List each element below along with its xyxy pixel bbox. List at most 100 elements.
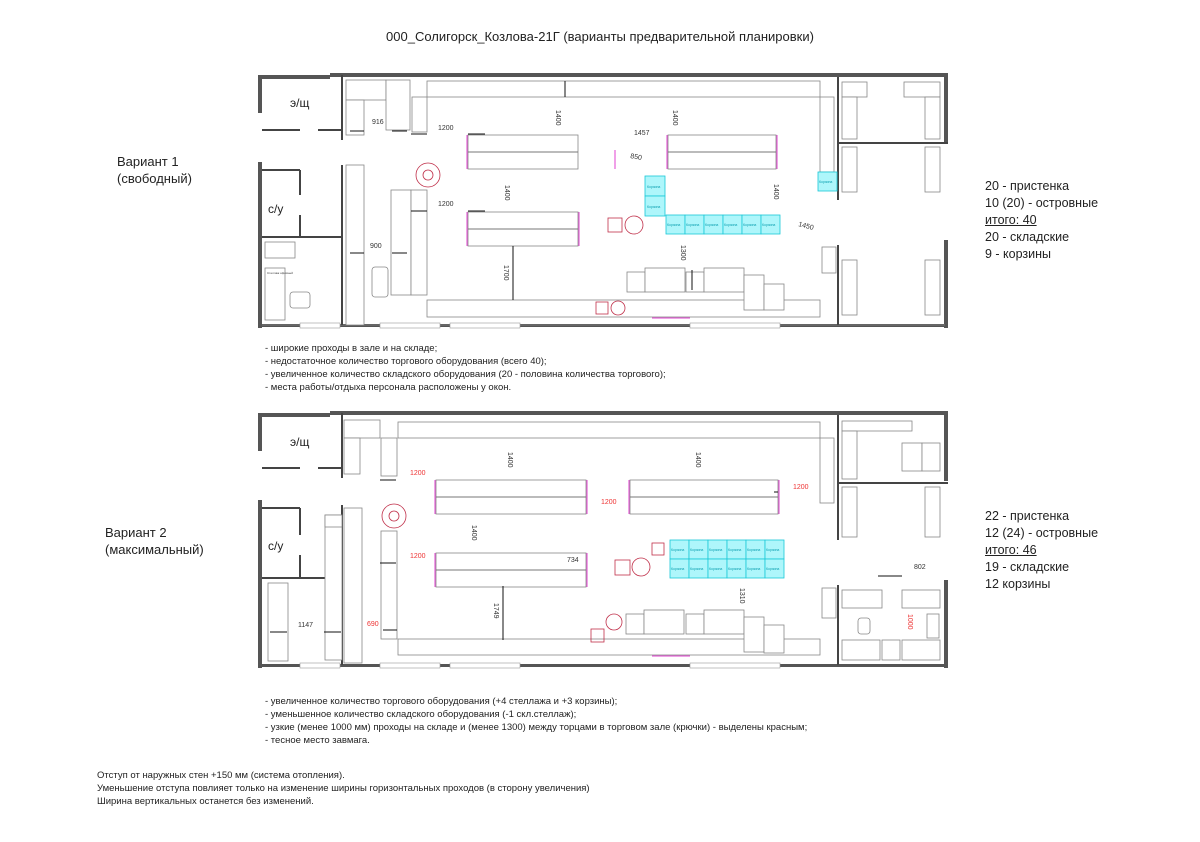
- note-line: - недостаточное количество торгового обо…: [265, 356, 547, 367]
- variant-name: Вариант 1: [117, 154, 179, 169]
- dimension-label: 1200: [410, 470, 426, 477]
- variant-1-label: Вариант 1 (свободный): [117, 153, 192, 187]
- svg-text:Корзина: Корзина: [743, 223, 756, 227]
- svg-text:Корзина: Корзина: [747, 548, 760, 552]
- dimension-label: 1450: [797, 221, 814, 232]
- totals-sum: итого: 46: [985, 543, 1037, 557]
- svg-text:Корзина: Корзина: [647, 185, 660, 189]
- dimension-label: 1400: [506, 452, 513, 468]
- plan-variant-2: э/щ с/у Корзина Корзина Корзина Корзина …: [258, 411, 948, 669]
- note-line: - узкие (менее 1000 мм) проходы на склад…: [265, 722, 808, 733]
- svg-text:Корзина: Корзина: [667, 223, 680, 227]
- svg-text:Корзина: Корзина: [747, 567, 760, 571]
- note-line: Уменьшение отступа повлияет только на из…: [97, 783, 590, 794]
- svg-text:Корзина: Корзина: [647, 205, 660, 209]
- dimension-label: 1200: [438, 201, 454, 208]
- office-shelf-label: Стеллаж офисный: [267, 271, 293, 275]
- wall: [258, 162, 262, 328]
- variant-1-totals: 20 - пристенка 10 (20) - островные итого…: [985, 178, 1098, 263]
- basket-area: Корзина Корзина Корзина Корзина Корзина …: [644, 171, 838, 235]
- note-line: - тесное место завмага.: [265, 735, 370, 746]
- dimension-label: 1400: [503, 185, 510, 201]
- svg-text:Корзина: Корзина: [762, 223, 775, 227]
- room-label-wc: с/у: [268, 539, 283, 553]
- dimension-label: 900: [370, 243, 382, 250]
- totals-line: 22 - пристенка: [985, 509, 1070, 523]
- wall: [944, 240, 948, 328]
- variant-name: Вариант 2: [105, 525, 167, 540]
- svg-text:Корзина: Корзина: [766, 567, 779, 571]
- svg-text:Корзина: Корзина: [709, 548, 722, 552]
- dimension-label: 1400: [671, 110, 678, 126]
- dimension-label: 802: [914, 564, 926, 571]
- wall: [258, 75, 330, 79]
- dimension-label: 916: [372, 119, 384, 126]
- note-line: - увеличенное количество складского обор…: [265, 369, 666, 380]
- variant-1-notes: - широкие проходы в зале и на складе; - …: [265, 342, 666, 394]
- svg-text:Корзина: Корзина: [728, 567, 741, 571]
- totals-line: 20 - пристенка: [985, 179, 1070, 193]
- dimension-label: 690: [367, 621, 379, 628]
- note-line: - места работы/отдыха персонала располож…: [265, 382, 512, 393]
- dimension-label: 734: [567, 557, 579, 564]
- totals-line: 19 - складские: [985, 560, 1070, 574]
- totals-line: 20 - складские: [985, 230, 1070, 244]
- fan-fixture: [415, 162, 441, 188]
- dimension-label: 1400: [470, 525, 477, 541]
- note-line: - уменьшенное количество складского обор…: [265, 709, 577, 720]
- svg-text:Корзина: Корзина: [728, 548, 741, 552]
- totals-line: 9 - корзины: [985, 247, 1052, 261]
- totals-line: 10 (20) - островные: [985, 196, 1099, 210]
- dimension-label: 1200: [601, 499, 617, 506]
- footer-notes: Отступ от наружных стен +150 мм (система…: [97, 769, 590, 808]
- svg-text:Корзина: Корзина: [690, 548, 703, 552]
- variant-subtitle: (свободный): [117, 171, 192, 186]
- dimension-label: 1700: [502, 265, 509, 281]
- dimension-label: 1200: [438, 125, 454, 132]
- dimension-label: 1400: [694, 452, 701, 468]
- checkout-counters: [625, 609, 785, 657]
- variant-2-notes: - увеличенное количество торгового обору…: [265, 695, 807, 747]
- svg-text:Корзина: Корзина: [709, 567, 722, 571]
- room-label-electrical: э/щ: [290, 435, 309, 449]
- dimension-label: 1147: [298, 622, 313, 629]
- wall: [258, 75, 262, 113]
- wall: [944, 73, 948, 143]
- dimension-label: 850: [630, 153, 643, 162]
- checkout-counters: [626, 267, 785, 319]
- room-label-electrical: э/щ: [290, 96, 309, 110]
- variant-subtitle: (максимальный): [105, 542, 204, 557]
- svg-text:Корзина: Корзина: [686, 223, 699, 227]
- room-label-wc: с/у: [268, 202, 283, 216]
- variant-2-totals: 22 - пристенка 12 (24) - островные итого…: [985, 508, 1098, 593]
- note-line: Отступ от наружных стен +150 мм (система…: [97, 770, 345, 781]
- note-line: Ширина вертикальных останется без измене…: [97, 796, 314, 807]
- dimension-label: 1200: [410, 553, 426, 560]
- svg-text:Корзина: Корзина: [705, 223, 718, 227]
- totals-line: 12 (24) - островные: [985, 526, 1099, 540]
- plan-variant-1: э/щ с/у Стеллаж офисный: [258, 73, 948, 329]
- basket-area: Корзина Корзина Корзина Корзина Корзина …: [669, 539, 785, 579]
- drawing-title: 000_Солигорск_Козлова-21Г (варианты пред…: [386, 29, 814, 44]
- dimension-label: 1300: [679, 245, 686, 261]
- dimension-label: 1000: [906, 614, 913, 630]
- variant-2-label: Вариант 2 (максимальный): [105, 524, 204, 558]
- dimension-label: 1749: [492, 603, 499, 619]
- svg-text:Корзина: Корзина: [724, 223, 737, 227]
- note-line: - широкие проходы в зале и на складе;: [265, 343, 438, 354]
- dimension-label: 1200: [793, 484, 809, 491]
- wall-shelves: [426, 80, 835, 318]
- dimension-label: 1310: [738, 588, 745, 604]
- note-line: - увеличенное количество торгового обору…: [265, 696, 618, 707]
- svg-text:Корзина: Корзина: [671, 567, 684, 571]
- svg-text:Корзина: Корзина: [766, 548, 779, 552]
- svg-text:Корзина: Корзина: [671, 548, 684, 552]
- totals-sum: итого: 40: [985, 213, 1037, 227]
- wall: [330, 73, 948, 77]
- svg-text:Корзина: Корзина: [819, 180, 832, 184]
- dimension-label: 1400: [772, 184, 779, 200]
- svg-text:Корзина: Корзина: [690, 567, 703, 571]
- totals-line: 12 корзины: [985, 577, 1051, 591]
- dimension-label: 1400: [554, 110, 561, 126]
